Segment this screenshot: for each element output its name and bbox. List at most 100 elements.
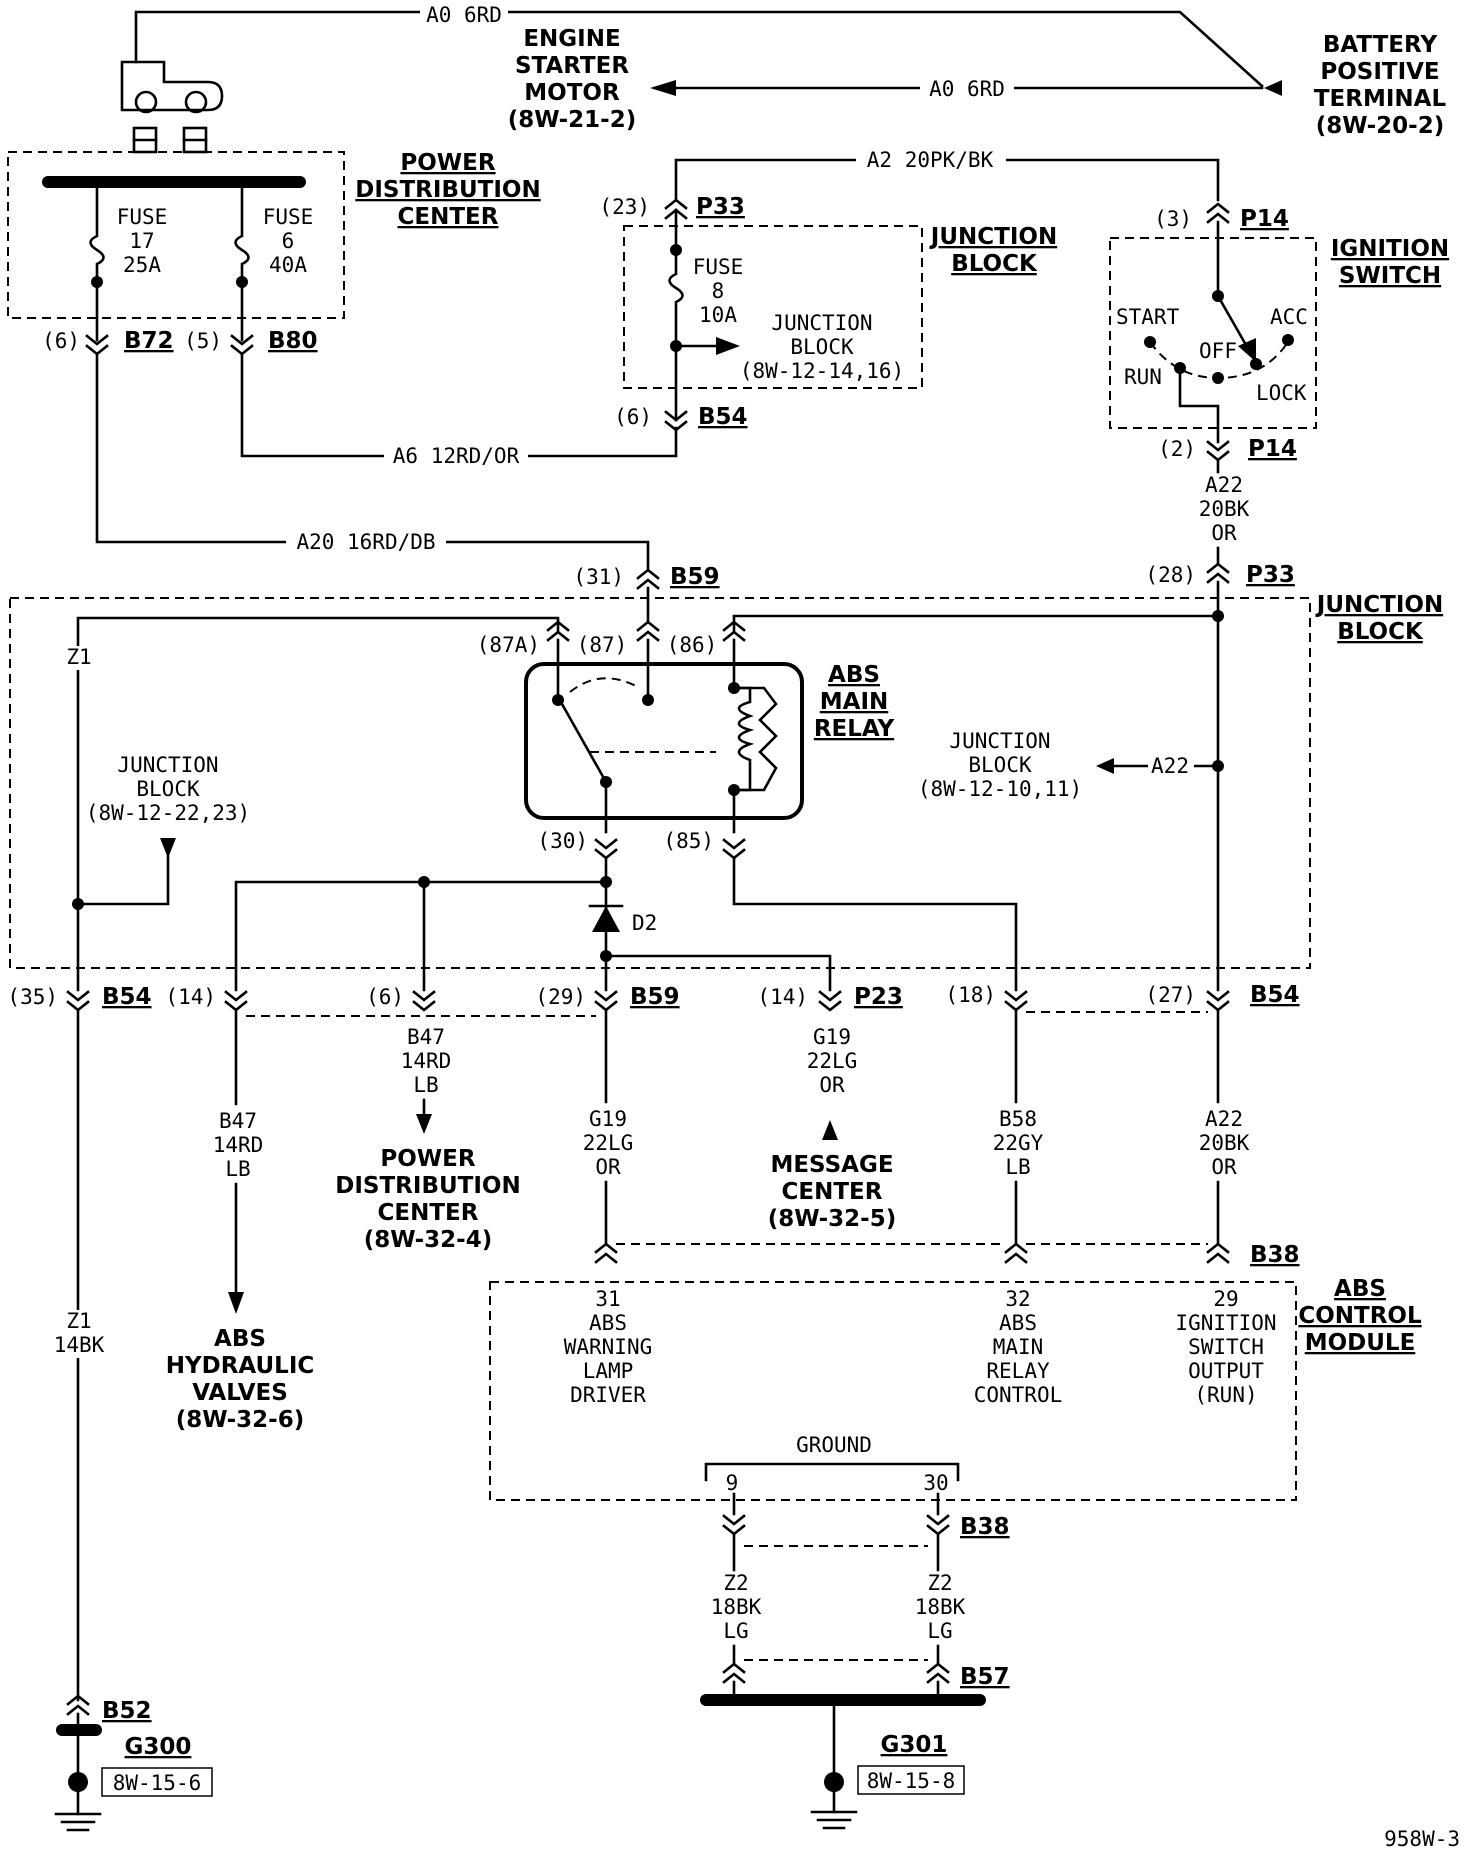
svg-text:LB: LB xyxy=(225,1157,250,1181)
svg-text:Z2: Z2 xyxy=(927,1571,952,1595)
ground-g300-label: G300 8W-15-6 xyxy=(101,1734,213,1797)
svg-text:JUNCTION: JUNCTION xyxy=(117,753,218,777)
ignition-switch-contacts[interactable]: START ACC OFF RUN LOCK xyxy=(1116,220,1308,444)
connector-b38-top: B38 xyxy=(594,1242,1300,1268)
svg-text:ABS: ABS xyxy=(214,1326,266,1352)
svg-text:CENTER: CENTER xyxy=(398,204,499,230)
svg-text:VALVES: VALVES xyxy=(192,1380,288,1406)
svg-text:OUTPUT: OUTPUT xyxy=(1188,1359,1264,1383)
svg-text:BLOCK: BLOCK xyxy=(951,251,1038,277)
module-pin-32: 32 ABS MAIN RELAY CONTROL xyxy=(974,1287,1063,1407)
svg-text:30: 30 xyxy=(923,1471,948,1495)
svg-text:LG: LG xyxy=(723,1619,748,1643)
svg-text:10A: 10A xyxy=(699,303,737,327)
svg-text:(6): (6) xyxy=(366,985,404,1009)
svg-text:JUNCTION: JUNCTION xyxy=(949,729,1050,753)
svg-text:6: 6 xyxy=(282,229,295,253)
wire-a22-ref-label: A22 xyxy=(1151,754,1189,778)
connector-b54-14: (14) xyxy=(165,985,248,1012)
svg-text:B52: B52 xyxy=(102,1698,152,1724)
svg-text:ENGINE: ENGINE xyxy=(523,26,620,52)
svg-text:P14: P14 xyxy=(1240,206,1289,232)
wire-z1-lower-label: Z1 14BK xyxy=(44,1309,114,1358)
svg-text:TERMINAL: TERMINAL xyxy=(1314,86,1447,112)
svg-text:ABS: ABS xyxy=(1334,1276,1386,1302)
svg-text:(6): (6) xyxy=(614,405,652,429)
svg-text:(27): (27) xyxy=(1145,983,1196,1007)
svg-text:25A: 25A xyxy=(123,253,161,277)
engine-starter-motor-label: ENGINE STARTER MOTOR (8W-21-2) xyxy=(508,26,636,133)
svg-text:B54: B54 xyxy=(698,404,748,430)
relay-pin-87a: (87A) xyxy=(477,620,570,657)
abs-control-module-label: ABS CONTROL MODULE xyxy=(1298,1276,1422,1356)
connector-b54-left: (35) B54 xyxy=(7,984,152,1012)
svg-text:OR: OR xyxy=(819,1073,845,1097)
wire-a22-lower-label: A22 20BK OR xyxy=(1199,1107,1250,1179)
svg-text:ABS: ABS xyxy=(828,662,880,688)
svg-text:MODULE: MODULE xyxy=(1305,1330,1416,1356)
svg-text:FUSE: FUSE xyxy=(263,205,314,229)
svg-text:14RD: 14RD xyxy=(401,1049,452,1073)
svg-text:(86): (86) xyxy=(667,633,718,657)
message-center-label: MESSAGE CENTER (8W-32-5) xyxy=(768,1152,896,1232)
svg-text:D2: D2 xyxy=(632,911,657,935)
svg-text:(8W-20-2): (8W-20-2) xyxy=(1316,113,1444,139)
svg-text:(8W-32-4): (8W-32-4) xyxy=(364,1227,492,1253)
svg-text:32: 32 xyxy=(1005,1287,1030,1311)
abs-control-module-box xyxy=(489,1281,1297,1501)
svg-text:22GY: 22GY xyxy=(993,1131,1044,1155)
svg-text:9: 9 xyxy=(726,1471,739,1495)
svg-text:8W-15-6: 8W-15-6 xyxy=(113,1771,202,1795)
svg-text:Z2: Z2 xyxy=(723,1571,748,1595)
svg-text:OR: OR xyxy=(1211,521,1237,545)
svg-text:G300: G300 xyxy=(125,1734,192,1760)
connector-b54-right: (27) B54 xyxy=(1145,982,1300,1012)
wire-a0-top-label: A0 6RD xyxy=(426,3,502,27)
svg-text:20BK: 20BK xyxy=(1199,497,1250,521)
abs-main-relay-label: ABS MAIN RELAY xyxy=(814,662,895,742)
svg-text:BLOCK: BLOCK xyxy=(790,335,854,359)
svg-text:17: 17 xyxy=(129,229,154,253)
junction-block-top-label: JUNCTION BLOCK xyxy=(929,224,1057,277)
svg-text:(8W-12-10,11): (8W-12-10,11) xyxy=(918,777,1082,801)
connector-b72: (6) B72 xyxy=(42,328,174,356)
connector-p33-mid: (28) P33 xyxy=(1145,562,1294,588)
svg-text:JUNCTION: JUNCTION xyxy=(929,224,1057,250)
junction-block-fuse8-box xyxy=(623,225,923,389)
wire-a22-upper-label: A22 20BK OR xyxy=(1199,473,1250,545)
svg-text:BLOCK: BLOCK xyxy=(1337,619,1424,645)
junction-block-main-box xyxy=(9,597,1311,969)
svg-text:B47: B47 xyxy=(219,1109,257,1133)
svg-text:B38: B38 xyxy=(1250,1242,1300,1268)
junction-block-main-label: JUNCTION BLOCK xyxy=(1315,592,1443,645)
svg-text:POWER: POWER xyxy=(380,1146,475,1172)
wire-b47-valves-label: B47 14RD LB xyxy=(213,1109,264,1181)
wire-a2-label: A2 20PK/BK xyxy=(867,148,994,172)
wire-z2-left-label: Z2 18BK LG xyxy=(711,1571,762,1643)
svg-text:LB: LB xyxy=(413,1073,438,1097)
svg-text:(6): (6) xyxy=(42,329,80,353)
svg-text:B57: B57 xyxy=(960,1664,1010,1690)
battery-feed-wiring xyxy=(134,10,1282,96)
svg-text:(85): (85) xyxy=(663,829,714,853)
svg-text:8: 8 xyxy=(712,279,725,303)
svg-text:(3): (3) xyxy=(1154,207,1192,231)
svg-text:(8W-32-6): (8W-32-6) xyxy=(176,1407,304,1433)
svg-text:CENTER: CENTER xyxy=(782,1179,883,1205)
svg-text:WARNING: WARNING xyxy=(564,1335,653,1359)
connector-p23: (14) P23 xyxy=(757,984,903,1012)
svg-text:BLOCK: BLOCK xyxy=(136,777,200,801)
svg-text:IGNITION: IGNITION xyxy=(1331,236,1449,262)
battery-positive-terminal-label: BATTERY POSITIVE TERMINAL (8W-20-2) xyxy=(1314,32,1447,139)
svg-text:14RD: 14RD xyxy=(213,1133,264,1157)
svg-text:B47: B47 xyxy=(407,1025,445,1049)
svg-text:(28): (28) xyxy=(1145,563,1196,587)
svg-text:(35): (35) xyxy=(7,985,58,1009)
svg-text:POWER: POWER xyxy=(400,150,495,176)
ignition-start-label: START xyxy=(1116,305,1180,329)
svg-text:CENTER: CENTER xyxy=(378,1200,479,1226)
svg-text:20BK: 20BK xyxy=(1199,1131,1250,1155)
connector-p33-top: (23) P33 xyxy=(599,194,744,220)
svg-text:JUNCTION: JUNCTION xyxy=(771,311,872,335)
svg-text:GROUND: GROUND xyxy=(796,1433,872,1457)
